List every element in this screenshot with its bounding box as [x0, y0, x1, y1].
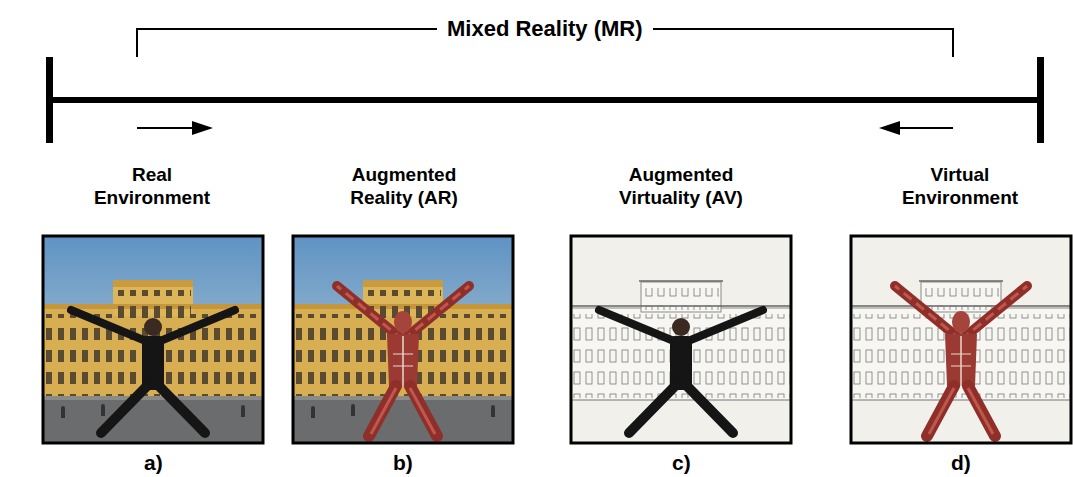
arrow — [896, 127, 953, 129]
photo-av — [571, 236, 791, 443]
panel-letter: b) — [393, 451, 413, 475]
arrow-head — [879, 121, 900, 135]
stage-label: Virtual Environment — [880, 163, 1040, 209]
photo-real — [43, 236, 263, 443]
panel-letter: c) — [672, 451, 691, 475]
end-bar — [1037, 57, 1044, 143]
photo-virtual — [851, 236, 1071, 443]
arrow-head — [192, 121, 213, 135]
stage-label: Real Environment — [72, 163, 232, 209]
stage-label: Augmented Virtuality (AV) — [601, 163, 761, 209]
end-bar — [46, 57, 53, 143]
stage-label: Augmented Reality (AR) — [324, 163, 484, 209]
bracket-label: Mixed Reality (MR) — [437, 16, 653, 42]
continuum-line — [50, 97, 1040, 103]
arrow — [137, 127, 196, 129]
panel-letter: a) — [144, 451, 163, 475]
photo-ar — [293, 236, 513, 443]
panel-letter: d) — [951, 451, 971, 475]
